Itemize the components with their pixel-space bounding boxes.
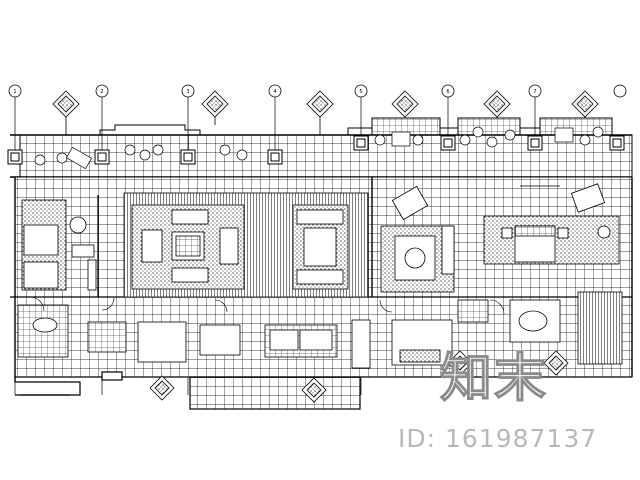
grid-bubble-3: 3 xyxy=(181,84,195,98)
terrace-furniture xyxy=(34,126,604,170)
grid-label-7: 7 xyxy=(533,89,536,95)
grid-bubbles: 1 2 3 4 5 6 7 xyxy=(8,84,627,98)
lower-service-rooms xyxy=(17,291,623,369)
grid-label-2: 2 xyxy=(100,89,103,95)
grid-label-3: 3 xyxy=(186,89,189,95)
section-markers-bottom xyxy=(149,350,569,403)
grid-bubble-2: 2 xyxy=(95,84,109,98)
grid-label-4: 4 xyxy=(273,89,276,95)
bottom-outline xyxy=(15,371,632,410)
grid-axis-lines xyxy=(14,97,536,395)
grid-bubble-1: 1 xyxy=(8,84,22,98)
bedroom-furniture xyxy=(501,183,611,263)
grid-bubble-7: 7 xyxy=(528,84,542,98)
grid-label-5: 5 xyxy=(359,89,362,95)
watermark-id: ID: 161987137 xyxy=(398,424,598,453)
grid-bubble-6: 6 xyxy=(441,84,455,98)
living-room-furniture xyxy=(141,185,455,285)
grid-label-6: 6 xyxy=(446,89,449,95)
watermark-logo: 知末 xyxy=(439,348,549,409)
grid-bubble-5: 5 xyxy=(354,84,368,98)
left-bedroom-furniture xyxy=(23,216,97,291)
grid-label-1: 1 xyxy=(13,89,16,95)
section-markers-top xyxy=(52,90,599,135)
grid-bubble-4: 4 xyxy=(268,84,282,98)
door-swings xyxy=(29,296,505,315)
structural-columns xyxy=(7,135,625,165)
